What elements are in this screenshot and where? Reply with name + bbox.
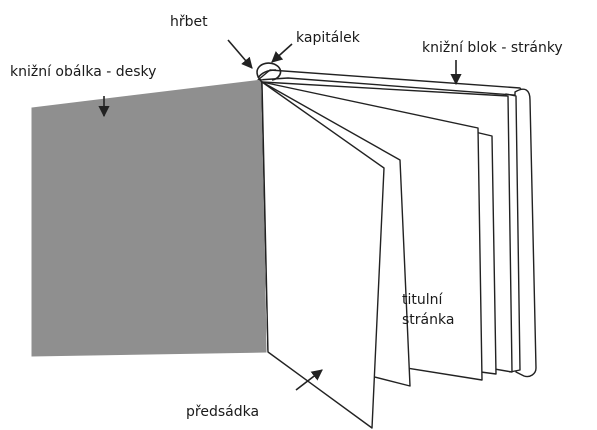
arrows [98, 39, 462, 391]
endpaper-page [261, 81, 385, 429]
headband-curl [256, 62, 282, 83]
label-endpaper: předsádka [186, 404, 260, 420]
label-title-page-line1: titulní [402, 292, 443, 308]
spine-headband [256, 62, 282, 83]
label-headband: kapitálek [296, 30, 360, 46]
label-book-block: knižní blok - stránky [422, 40, 563, 56]
label-cover: knižní obálka - desky [10, 64, 157, 80]
spine-edge [257, 69, 277, 79]
fanned-pages [261, 81, 497, 429]
arrow-endpaper [295, 369, 323, 391]
label-spine: hřbet [170, 14, 208, 30]
arrow-spine [227, 39, 253, 69]
label-title-page-line2: stránka [402, 312, 455, 328]
arrow-headband [271, 43, 293, 63]
book-block-back-board [514, 88, 537, 378]
label-title-page: titulní stránka [402, 292, 454, 329]
front-cover-board [31, 79, 267, 357]
